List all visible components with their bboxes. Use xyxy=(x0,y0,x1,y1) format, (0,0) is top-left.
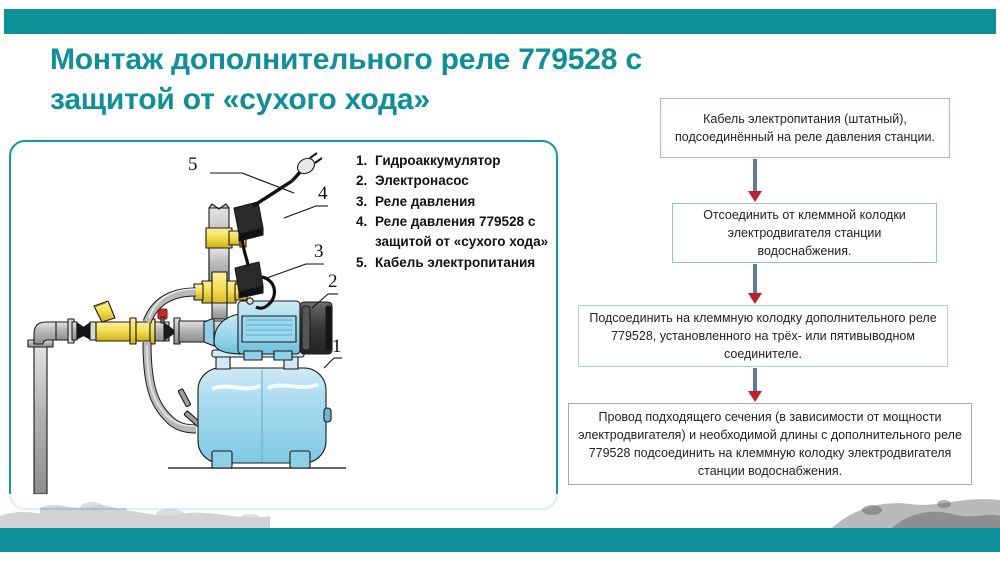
flow-step-2: Отсоединить от клеммной колодки электрод… xyxy=(672,203,937,263)
arrow-shaft xyxy=(753,368,757,392)
callout-4: 4 xyxy=(318,183,328,204)
callout-1: 1 xyxy=(332,336,342,357)
arrow-head-icon xyxy=(748,391,762,402)
flow-step-3: Подсоединить на клеммную колодку дополни… xyxy=(578,305,948,367)
flow-step-3-text: Подсоединить на клеммную колодку дополни… xyxy=(589,310,937,362)
water-watermark-image xyxy=(0,494,1000,530)
top-accent-bar xyxy=(4,9,996,34)
legend-item-1: Гидроаккумулятор xyxy=(371,151,549,171)
legend-item-3: Реле давления xyxy=(371,192,549,212)
bottom-accent-bar xyxy=(0,528,1000,554)
callout-3: 3 xyxy=(314,241,324,262)
flow-step-4: Провод подходящего сечения (в зависимост… xyxy=(568,403,972,485)
pump-station-illustration: 5 4 3 2 1 xyxy=(16,146,346,504)
arrow-head-icon xyxy=(748,293,762,304)
legend-item-4: Реле давления 779528 с защитой от «сухог… xyxy=(371,212,549,252)
flow-step-1-text: Кабель электропитания (штатный), подсоед… xyxy=(675,111,935,144)
page-title: Монтаж дополнительного реле 779528 с защ… xyxy=(50,43,642,116)
callout-2: 2 xyxy=(328,271,338,292)
arrow-shaft xyxy=(753,159,757,192)
flow-step-4-text: Провод подходящего сечения (в зависимост… xyxy=(578,409,962,479)
legend-item-2: Электронасос xyxy=(371,171,549,191)
legend-item-5: Кабель электропитания xyxy=(371,253,549,273)
arrow-head-icon xyxy=(748,191,762,202)
flow-step-2-text: Отсоединить от клеммной колодки электрод… xyxy=(703,207,906,259)
arrow-shaft xyxy=(753,264,757,294)
flow-arrow-2 xyxy=(748,264,762,305)
flow-step-1: Кабель электропитания (штатный), подсоед… xyxy=(660,98,950,158)
legend-list: Гидроаккумулятор Электронасос Реле давле… xyxy=(349,151,549,273)
callout-5: 5 xyxy=(188,154,198,175)
bottom-white-strip xyxy=(0,552,1000,562)
flow-arrow-1 xyxy=(748,159,762,203)
flow-arrow-3 xyxy=(748,368,762,403)
